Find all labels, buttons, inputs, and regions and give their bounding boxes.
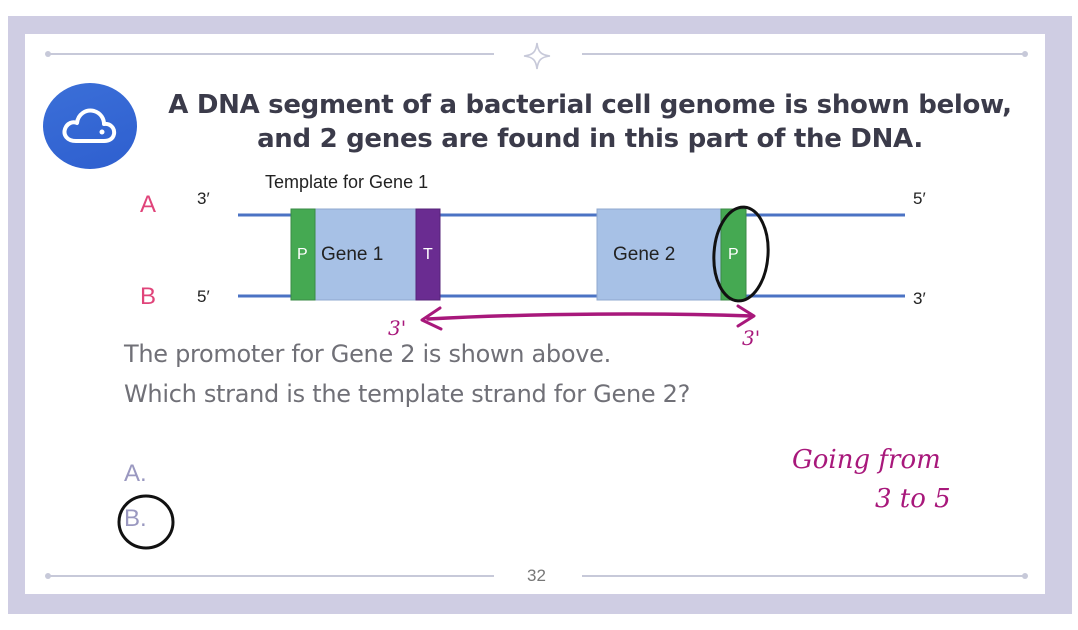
double-arrow-annotation	[426, 312, 754, 321]
answer-circle-annotation	[117, 494, 175, 550]
bottom-rule-right-dot	[1022, 573, 1028, 579]
sparkle-icon	[523, 42, 551, 70]
cloud-icon	[62, 108, 117, 143]
arrow-left-label: 3'	[388, 316, 407, 340]
strand-a-left-end: 3′	[197, 189, 210, 208]
gene1-promoter-label: P	[297, 246, 308, 263]
cloud-logo	[43, 83, 137, 169]
top-rule-right	[582, 53, 1026, 55]
gene1-terminator-label: T	[423, 246, 433, 263]
strand-b-right-end: 3′	[913, 289, 926, 308]
arrow-head-right	[736, 304, 756, 328]
bottom-rule-left	[48, 575, 494, 577]
gene1-promoter	[290, 208, 316, 301]
promoter-circle-annotation	[712, 205, 770, 303]
top-rule-right-dot	[1022, 51, 1028, 57]
strand-b-letter: B	[140, 283, 157, 310]
strand-b-left-end: 5′	[197, 287, 210, 306]
note-line-2: 3 to 5	[875, 484, 951, 514]
gene2-label: Gene 2	[613, 244, 675, 265]
question-line-2: Which strand is the template strand for …	[124, 380, 691, 408]
title-line-2: and 2 genes are found in this part of th…	[257, 124, 923, 154]
strand-a-letter: A	[140, 191, 157, 218]
title-line-1: A DNA segment of a bacterial cell genome…	[168, 90, 1012, 120]
gene1-box	[314, 208, 418, 301]
gene1-label: Gene 1	[321, 244, 383, 265]
gene1-terminator	[415, 208, 441, 301]
option-b: B.	[124, 505, 147, 532]
bottom-rule-right	[582, 575, 1026, 577]
gene2-promoter-label: P	[728, 246, 739, 263]
template-label: Template for Gene 1	[265, 172, 429, 192]
option-a: A.	[124, 460, 147, 487]
gene2-box	[596, 208, 723, 301]
page-number: 32	[527, 566, 546, 585]
note-line-1: Going from	[792, 445, 941, 475]
strand-a-right-end: 5′	[913, 189, 926, 208]
arrow-head-left	[420, 306, 443, 331]
arrow-right-label: 3'	[742, 326, 761, 350]
question-line-1: The promoter for Gene 2 is shown above.	[124, 340, 611, 368]
gene2-promoter	[720, 208, 747, 301]
top-rule-left	[48, 53, 494, 55]
slide-title: A DNA segment of a bacterial cell genome…	[150, 88, 1030, 156]
